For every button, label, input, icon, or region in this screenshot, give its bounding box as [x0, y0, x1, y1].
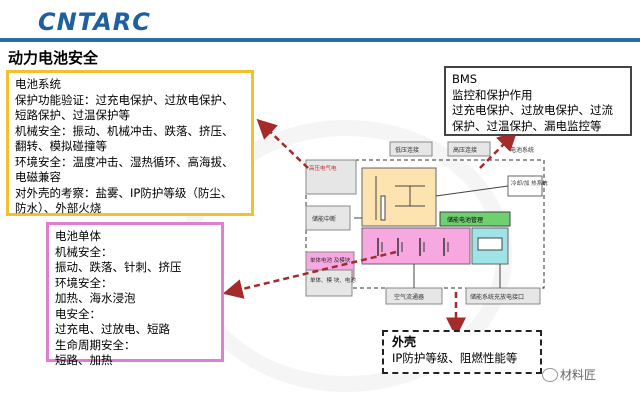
svg-text:冷却/加 热系统: 冷却/加 热系统 [511, 179, 548, 187]
arrow-to-cell [222, 250, 397, 299]
bms-box: BMS 监控和保护作用 过充电保护、过放电保护、过流 保护、过温保护、漏电监控等 [444, 66, 632, 136]
bottom-left-block [305, 269, 353, 297]
cell-line: 短路、加热 [55, 353, 113, 367]
svg-text:储能电池管理: 储能电池管理 [447, 216, 483, 224]
module-pink [361, 227, 471, 265]
wechat-icon [542, 368, 558, 382]
bms-line: 过充电保护、过放电保护、过流 [452, 103, 613, 117]
system-line: 对外壳的考察：盐雾、IP防护等级（防尘、 [15, 185, 233, 200]
svg-text:低压连接: 低压连接 [395, 146, 419, 154]
battery-system-box: 电池系统 保护功能验证：过充电保护、过放电保护、 短路保护、过温保护等 机械安全… [6, 70, 254, 216]
top-block-a [389, 141, 433, 157]
svg-text:空气流通器: 空气流通器 [394, 293, 424, 301]
bms-line: 保护、过温保护、漏电监控等 [452, 118, 602, 133]
svg-text:高压连接: 高压连接 [453, 146, 477, 154]
system-line: 电池系统 [15, 77, 61, 91]
high-voltage-block [305, 159, 357, 195]
top-label-c: 电池系统 [510, 146, 534, 154]
battery-cell-box: 电池单体 机械安全： 振动、跌落、针刺、挤压 环境安全： 加热、海水浸泡 电安全… [46, 222, 224, 367]
cell-line: 电池单体 [55, 229, 101, 243]
cell-line: 环境安全： [55, 275, 113, 290]
system-line: 机械安全：振动、机械冲击、跌落、挤压、 [15, 123, 234, 138]
case-box: 外壳 IP防护等级、阻燃性能等 [382, 330, 542, 374]
svg-text:单体电池 及模块: 单体电池 及模块 [310, 256, 351, 264]
top-block-b [447, 141, 491, 157]
header-divider [0, 38, 640, 42]
system-line: 环境安全：温度冲击、湿热循环、高海拔、 [15, 154, 234, 169]
module-yellow [361, 167, 437, 227]
cell-line: 机械安全： [55, 244, 113, 259]
cell-line: 振动、跌落、针刺、挤压 [55, 260, 182, 274]
system-line: 电磁兼容 [15, 170, 61, 184]
case-text: IP防护等级、阻燃性能等 [392, 350, 518, 365]
bms-line: 监控和保护作用 [452, 87, 533, 102]
cell-line: 电安全： [55, 306, 101, 321]
bottom-right-block [465, 287, 541, 305]
arrow-to-system [256, 118, 309, 169]
system-line: 防水）、外部火烧 [15, 201, 102, 215]
bms-unit-block [439, 211, 511, 227]
bms-line: BMS [452, 72, 478, 86]
mid-left-label: 储能中断 [312, 215, 336, 223]
arrow-to-bms [479, 130, 518, 169]
cell-line: 生命周期安全： [55, 337, 136, 352]
mid-left-block [305, 205, 351, 231]
watermark-text: 材料匠 [560, 368, 597, 382]
company-logo: CNTARC [38, 8, 151, 36]
cell-line: 过充电、过放电、短路 [55, 322, 170, 336]
page-title: 动力电池安全 [8, 49, 99, 67]
svg-text:单体、模 块、电池: 单体、模 块、电池 [310, 276, 356, 284]
case-title: 外壳 [392, 335, 417, 349]
system-line: 保护功能验证：过充电保护、过放电保护、 [15, 92, 234, 107]
high-voltage-label: 高压电气电 [309, 164, 337, 172]
cell-line: 加热、海水浸泡 [55, 291, 136, 305]
system-line: 短路保护、过温保护等 [15, 108, 130, 122]
svg-text:储能系统充放电接口: 储能系统充放电接口 [470, 293, 524, 301]
system-line: 翻转、模拟碰撞等 [15, 139, 107, 153]
